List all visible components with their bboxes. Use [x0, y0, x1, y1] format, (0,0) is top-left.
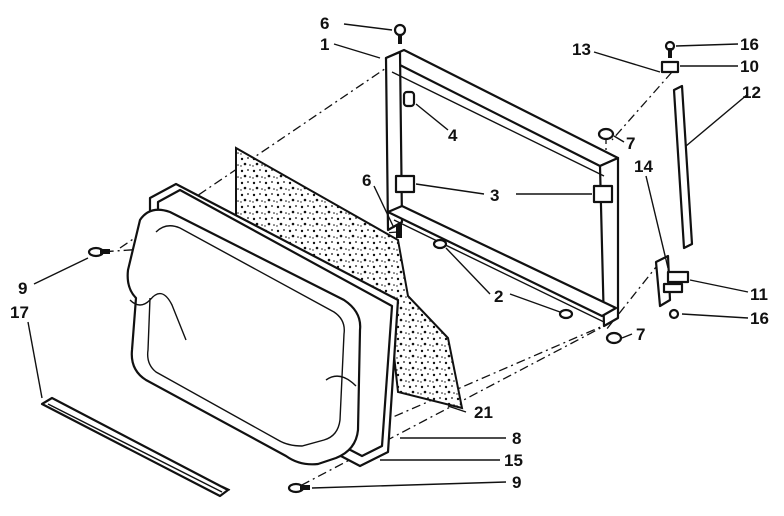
- callout-11: 11: [750, 285, 768, 304]
- callout-9: 9: [18, 279, 27, 298]
- callout-8: 8: [512, 429, 521, 448]
- callout-16: 16: [740, 35, 759, 54]
- leader-lines: [27, 23, 749, 489]
- small-parts: [393, 23, 623, 345]
- callout-14: 14: [634, 157, 653, 176]
- callout-21: 21: [474, 403, 493, 422]
- hinge-assembly: [654, 40, 694, 320]
- callout-15: 15: [504, 451, 523, 470]
- callout-3: 3: [490, 186, 499, 205]
- door-frame: [384, 48, 620, 328]
- callout-17: 17: [10, 303, 29, 322]
- callout-9: 9: [512, 473, 521, 492]
- callout-1: 1: [320, 35, 329, 54]
- door-liner: [126, 208, 362, 466]
- callout-16: 16: [750, 309, 769, 328]
- callout-7: 7: [636, 325, 645, 344]
- callout-2: 2: [494, 287, 503, 306]
- callout-7: 7: [626, 134, 635, 153]
- callout-4: 4: [448, 126, 458, 145]
- callout-10: 10: [740, 57, 759, 76]
- callout-13: 13: [572, 40, 591, 59]
- callout-12: 12: [742, 83, 761, 102]
- callout-labels: 6 1 4 6 3 2 13 16 10 12 7 14 11 16 7 9 1…: [10, 14, 769, 492]
- hinge-brackets: [394, 174, 614, 204]
- callout-6: 6: [320, 14, 329, 33]
- bottom-trim: [40, 396, 230, 498]
- screws: [87, 246, 310, 494]
- callout-6: 6: [362, 171, 371, 190]
